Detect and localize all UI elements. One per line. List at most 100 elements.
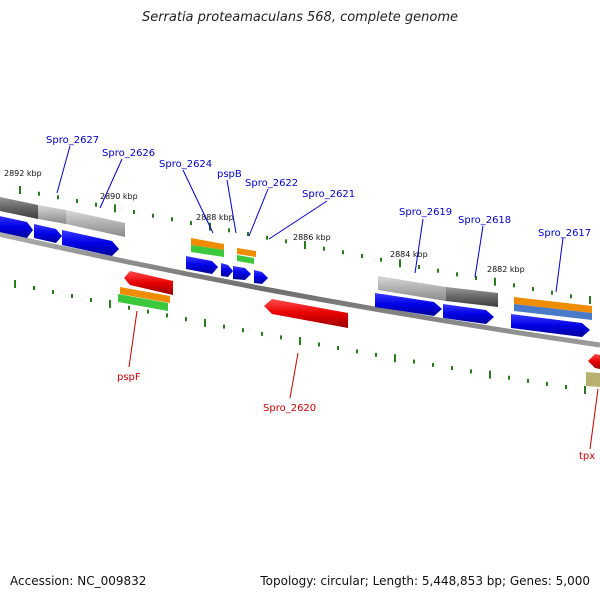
- leader-line: [474, 225, 484, 278]
- tick-mark: [280, 335, 282, 340]
- feature-bar-green[interactable]: [191, 245, 224, 257]
- tick-mark: [494, 277, 496, 286]
- tick-mark: [147, 309, 149, 314]
- tick-mark: [76, 199, 78, 203]
- leader-line: [589, 388, 599, 450]
- tick-mark: [190, 221, 192, 225]
- feature-bar-khaki[interactable]: [586, 372, 600, 387]
- tick-mark: [171, 217, 173, 222]
- gene-block[interactable]: [66, 210, 125, 237]
- leader-line: [248, 188, 269, 237]
- tick-mark: [19, 186, 21, 194]
- feature-bar-green[interactable]: [118, 294, 168, 311]
- tick-mark: [570, 294, 572, 299]
- tick-mark: [546, 381, 548, 386]
- label-spro-2622[interactable]: Spro_2622: [245, 178, 298, 189]
- tick-mark: [437, 268, 439, 273]
- tick-mark: [285, 239, 287, 244]
- tick-mark: [57, 195, 59, 200]
- tick-mark: [90, 298, 92, 302]
- leader-line: [555, 237, 564, 293]
- cds-arrow-forward[interactable]: [62, 230, 119, 256]
- cds-arrow-reverse[interactable]: [588, 354, 600, 369]
- cds-arrow-forward[interactable]: [221, 263, 233, 277]
- feature-bar-steel[interactable]: [514, 304, 592, 320]
- label-spro-2619[interactable]: Spro_2619: [399, 207, 452, 218]
- tick-mark: [109, 299, 111, 308]
- tick-row-lower: [14, 280, 586, 394]
- cds-arrow-forward[interactable]: [0, 215, 33, 238]
- gene-block[interactable]: [38, 205, 66, 224]
- tick-mark: [38, 191, 40, 196]
- tick-mark: [375, 352, 377, 357]
- tick-mark: [228, 228, 230, 233]
- leader-line: [182, 169, 214, 234]
- cds-reverse-track: [124, 271, 600, 369]
- leader-line: [226, 179, 237, 234]
- feature-bar-orange[interactable]: [191, 238, 224, 250]
- genome-summary-text: Topology: circular; Length: 5,448,853 bp…: [260, 574, 590, 588]
- feature-bars: [118, 238, 600, 387]
- cds-arrow-forward[interactable]: [186, 256, 218, 274]
- label-spro-2620[interactable]: Spro_2620: [263, 403, 316, 414]
- tick-mark: [489, 370, 491, 379]
- label-pspf[interactable]: pspF: [117, 372, 141, 383]
- label-spro-2617[interactable]: Spro_2617: [538, 228, 591, 239]
- tick-mark: [451, 366, 453, 371]
- leader-line: [99, 158, 123, 209]
- tick-mark: [247, 232, 249, 236]
- tick-mark: [33, 286, 35, 290]
- tick-mark: [304, 241, 306, 249]
- label-spro-2624[interactable]: Spro_2624: [159, 159, 212, 170]
- kbp-label-2884: 2884 kbp: [390, 250, 428, 259]
- leader-line: [56, 145, 71, 194]
- tick-mark: [470, 369, 472, 374]
- leader-line: [289, 352, 299, 399]
- tick-mark: [185, 317, 187, 322]
- tick-mark: [589, 296, 591, 304]
- feature-bar-orange[interactable]: [237, 248, 256, 257]
- tick-mark: [223, 324, 225, 329]
- tick-mark: [114, 204, 116, 213]
- tick-mark: [152, 213, 154, 218]
- tick-mark: [475, 276, 477, 280]
- map-title: Serratia proteamaculans 568, complete ge…: [141, 10, 459, 25]
- tick-mark: [380, 257, 382, 262]
- feature-bar-orange[interactable]: [120, 287, 170, 303]
- label-pspb[interactable]: pspB: [217, 169, 242, 180]
- cds-arrow-forward[interactable]: [375, 293, 442, 316]
- kbp-label-2882: 2882 kbp: [487, 265, 525, 274]
- cds-arrow-forward[interactable]: [254, 270, 268, 284]
- gene-block[interactable]: [446, 287, 498, 307]
- label-tpx[interactable]: tpx: [579, 451, 595, 462]
- gene-blocks-track: [0, 196, 498, 307]
- cds-arrow-forward[interactable]: [34, 224, 62, 243]
- cds-arrow-reverse[interactable]: [124, 271, 173, 295]
- gene-block[interactable]: [0, 196, 38, 219]
- gene-block[interactable]: [378, 276, 446, 301]
- label-spro-2627[interactable]: Spro_2627: [46, 135, 99, 146]
- tick-mark: [361, 254, 363, 258]
- tick-mark: [399, 259, 401, 268]
- tick-mark: [342, 250, 344, 255]
- tick-mark: [584, 386, 586, 394]
- cds-arrow-forward[interactable]: [443, 304, 494, 324]
- tick-mark: [14, 280, 16, 288]
- label-spro-2621[interactable]: Spro_2621: [302, 189, 355, 200]
- cds-forward-track: [0, 215, 590, 337]
- feature-bar-green[interactable]: [237, 255, 254, 264]
- cds-arrow-forward[interactable]: [233, 266, 251, 280]
- tick-mark: [418, 265, 420, 269]
- cds-arrow-reverse[interactable]: [264, 299, 348, 328]
- tick-mark: [166, 313, 168, 318]
- label-spro-2618[interactable]: Spro_2618: [458, 215, 511, 226]
- label-spro-2626[interactable]: Spro_2626: [102, 148, 155, 159]
- leader-line: [128, 310, 138, 368]
- genome-backbone: [0, 231, 600, 348]
- accession-text: Accession: NC_009832: [10, 574, 147, 588]
- tick-mark: [242, 328, 244, 333]
- feature-bar-orange[interactable]: [514, 297, 592, 313]
- cds-arrow-forward[interactable]: [511, 314, 590, 337]
